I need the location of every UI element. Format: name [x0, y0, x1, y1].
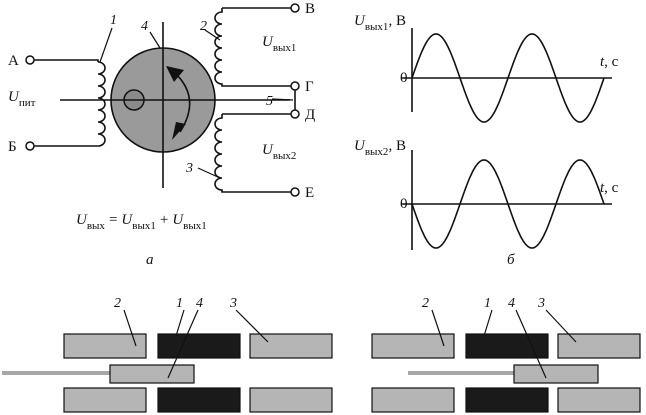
left-callout-line-2: [123, 309, 137, 347]
left-plunger-4: [109, 364, 195, 384]
callout-2: 2: [200, 19, 207, 34]
callout-5: 5: [266, 94, 273, 109]
graphs: Uвых1, В 0 t, с Uвых2, В 0 t, с б: [354, 13, 619, 268]
terminal-a: [25, 55, 35, 65]
secondary-coil-2: [214, 114, 292, 193]
callout-line-5: [271, 98, 294, 101]
output-1-label: Uвых1: [262, 34, 296, 54]
top-graph-xlabel: t, с: [600, 54, 619, 70]
callout-4: 4: [141, 19, 148, 34]
terminal-v: [290, 3, 300, 13]
right-core-1-top: [465, 333, 549, 359]
right-block-3-top: [557, 333, 641, 359]
left-callout-line-4: [167, 309, 199, 379]
output-formula: Uвых=Uвых1+Uвых1: [76, 212, 207, 232]
lead-a: [32, 59, 99, 62]
top-graph-series-line: [411, 33, 605, 123]
schematic: А Б В Г Д Е 1 2 3 4 5 Uпит Uвых1 Uвых2 U…: [8, 1, 315, 268]
top-graph-ylabel: Uвых1, В: [354, 13, 406, 33]
callout-line-1: [99, 27, 113, 63]
left-core-1-top: [157, 333, 241, 359]
left-block-2-top: [63, 333, 147, 359]
supply-voltage-label: Uпит: [8, 89, 36, 109]
right-callout-3: 3: [537, 296, 545, 311]
right-callout-1: 1: [484, 296, 491, 311]
linear-sketch-right: 2 1 4 3: [371, 296, 641, 413]
terminal-d-label: Д: [305, 107, 315, 123]
bottom-graph-series-line: [411, 159, 605, 249]
left-callout-1: 1: [176, 296, 183, 311]
right-callout-2: 2: [422, 296, 429, 311]
rotation-arrow-head-top: [166, 66, 184, 82]
linear-sketch-left: 2 1 4 3: [2, 296, 333, 413]
left-callout-line-1: [175, 309, 185, 337]
left-core-1-bottom: [157, 387, 241, 413]
caption-b: б: [507, 252, 515, 268]
caption-a: а: [146, 252, 154, 268]
bottom-graph-zero-tick: 0: [400, 196, 408, 212]
right-block-2-bottom: [371, 387, 455, 413]
output-2-label: Uвых2: [262, 142, 296, 162]
left-callout-4: 4: [196, 296, 203, 311]
left-callout-line-3: [235, 309, 269, 343]
left-block-3-bottom: [249, 387, 333, 413]
callout-1: 1: [110, 13, 117, 28]
left-block-3-top: [249, 333, 333, 359]
terminal-d: [290, 109, 300, 119]
callout-3: 3: [185, 161, 193, 176]
callout-line-3: [197, 167, 221, 179]
left-callout-3: 3: [229, 296, 237, 311]
terminal-b: [25, 141, 35, 151]
right-callout-line-2: [431, 309, 445, 347]
right-callout-line-1: [483, 309, 493, 337]
terminal-g: [290, 81, 300, 91]
terminal-a-label: А: [8, 53, 19, 69]
right-plunger-4: [513, 364, 599, 384]
bottom-graph-xlabel: t, с: [600, 180, 619, 196]
left-block-2-bottom: [63, 387, 147, 413]
callout-line-2: [204, 29, 221, 41]
right-core-1-bottom: [465, 387, 549, 413]
top-graph-zero-tick: 0: [400, 70, 408, 86]
terminal-b-label: Б: [8, 139, 17, 155]
callout-line-4: [149, 31, 161, 49]
terminal-e-label: Е: [305, 185, 314, 201]
terminal-g-label: Г: [305, 79, 314, 95]
terminal-e: [290, 187, 300, 197]
right-callout-line-4: [515, 309, 547, 379]
left-callout-2: 2: [114, 296, 121, 311]
terminal-v-label: В: [305, 1, 315, 17]
primary-coil: [97, 61, 106, 147]
right-callout-line-3: [545, 309, 577, 343]
right-block-3-bottom: [557, 387, 641, 413]
rotation-arrow-head-bottom: [172, 122, 186, 140]
secondary-coil-1: [214, 8, 292, 87]
bottom-graph-ylabel: Uвых2, В: [354, 138, 406, 158]
right-callout-4: 4: [508, 296, 515, 311]
right-block-2-top: [371, 333, 455, 359]
